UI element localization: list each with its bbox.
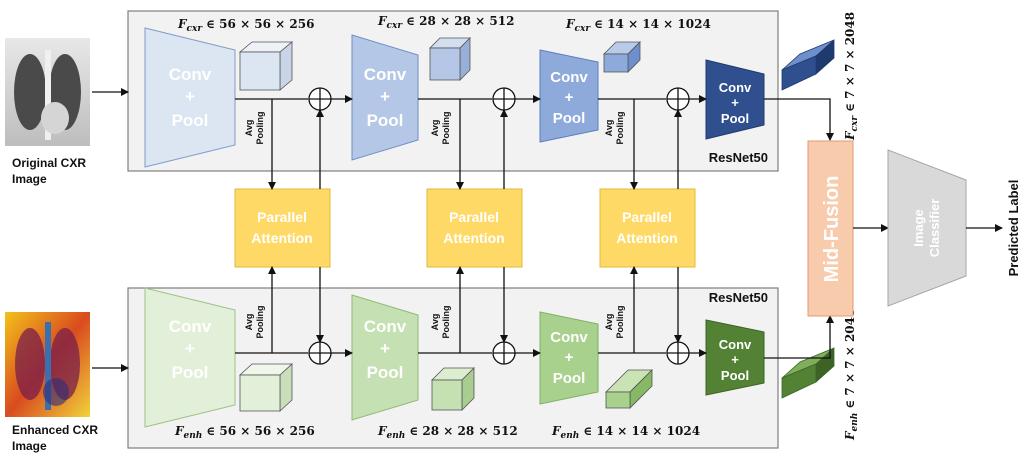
attention-2-line1: Parallel <box>449 209 499 225</box>
bottom-feature-dim-4: Fenh∈ 7 × 7 × 2048 <box>843 309 860 441</box>
attention-3-line2: Attention <box>616 230 677 246</box>
enhanced-cxr-image <box>5 312 90 417</box>
bottom-conv-pool-block-4 <box>705 319 765 396</box>
attention-1-line2: Attention <box>251 230 312 246</box>
original-image-label-line2: Image <box>12 172 47 186</box>
bottom-feature-dim-3: Fenh∈ 14 × 14 × 1024 <box>551 424 700 441</box>
top-sum-node-2 <box>492 87 516 111</box>
parallel-attention-block-2 <box>426 188 523 268</box>
bottom-avg-pooling-label-2: AvgPooling <box>430 306 451 339</box>
bottom-conv-pool-block-1 <box>144 287 236 428</box>
bottom-feature-cube-4 <box>781 347 835 399</box>
bottom-feature-cube-1 <box>238 363 294 412</box>
bottom-feature-cube-3 <box>605 369 653 409</box>
top-conv-pool-block-1 <box>144 27 236 168</box>
top-block4-plus-text: + <box>731 95 739 110</box>
top-block2-plus-text: + <box>380 87 390 106</box>
mid-fusion-label: Mid-Fusion <box>821 176 843 283</box>
top-avg-pooling-label-3: AvgPooling <box>604 112 625 145</box>
top-feature-dim-4: Fcxr∈ 7 × 7 × 2048 <box>843 12 860 141</box>
bottom-avg-pooling-label-1: AvgPooling <box>244 306 265 339</box>
bottom-avg-pooling-label-3: AvgPooling <box>604 306 625 339</box>
top-block3-conv-text: Conv <box>550 69 588 86</box>
top-block3-pool-text: Pool <box>553 110 586 127</box>
bottom-sum-node-1 <box>308 341 332 365</box>
bottom-feature-dim-2: Fenh∈ 28 × 28 × 512 <box>377 424 518 441</box>
top-conv-pool-block-4 <box>705 59 765 140</box>
bottom-block3-plus-text: + <box>565 349 574 366</box>
bottom-block2-pool-text: Pool <box>367 363 404 382</box>
image-classifier-block <box>887 149 967 307</box>
top-block2-pool-text: Pool <box>367 111 404 130</box>
top-block4-conv-text: Conv <box>719 80 752 95</box>
bottom-sum-node-3 <box>666 341 690 365</box>
attention-2-line2: Attention <box>443 230 504 246</box>
top-block2-conv-text: Conv <box>364 65 407 84</box>
top-feature-dim-2: Fcxr∈ 28 × 28 × 512 <box>377 14 514 31</box>
top-avg-pooling-label-2: AvgPooling <box>430 112 451 145</box>
bottom-block4-conv-text: Conv <box>719 337 752 352</box>
top-feature-cube-4 <box>781 39 835 91</box>
bottom-block3-pool-text: Pool <box>553 370 586 387</box>
top-backbone-label: ResNet50 <box>709 150 768 165</box>
bottom-block2-plus-text: + <box>380 339 390 358</box>
bottom-feature-cube-2 <box>431 367 475 411</box>
top-avg-pooling-label-1: AvgPooling <box>244 112 265 145</box>
parallel-attention-block-1 <box>234 188 331 268</box>
bottom-block1-pool-text: Pool <box>172 363 209 382</box>
top-block1-pool-text: Pool <box>172 111 209 130</box>
bottom-block1-plus-text: + <box>185 339 195 358</box>
top-feature-dim-1: Fcxr∈ 56 × 56 × 256 <box>177 17 314 34</box>
top-block1-plus-text: + <box>185 87 195 106</box>
parallel-attention-block-3 <box>599 188 696 268</box>
top-feature-cube-1 <box>238 41 294 91</box>
top-block3-plus-text: + <box>565 89 574 106</box>
predicted-label: Predicted Label <box>1006 180 1021 277</box>
mid-fusion-block <box>807 140 854 317</box>
bottom-block4-plus-text: + <box>731 352 739 367</box>
original-cxr-image <box>5 38 90 146</box>
attention-1-line1: Parallel <box>257 209 307 225</box>
top-feature-cube-2 <box>429 37 471 81</box>
enhanced-image-label-line1: Enhanced CXR <box>12 423 98 437</box>
bottom-conv-pool-block-3 <box>539 311 599 405</box>
classifier-label: ImageClassifier <box>911 199 942 258</box>
attention-3-line1: Parallel <box>622 209 672 225</box>
bottom-block2-conv-text: Conv <box>364 317 407 336</box>
top-feature-dim-3: Fcxr∈ 14 × 14 × 1024 <box>565 17 711 34</box>
bottom-backbone-label: ResNet50 <box>709 290 768 305</box>
original-image-label-line1: Original CXR <box>12 156 86 170</box>
enhanced-image-label-line2: Image <box>12 439 47 453</box>
top-conv-pool-block-2 <box>351 34 419 161</box>
top-sum-node-1 <box>308 87 332 111</box>
top-conv-pool-block-3 <box>539 49 599 143</box>
bottom-block1-conv-text: Conv <box>169 317 212 336</box>
top-sum-node-3 <box>666 87 690 111</box>
top-block1-conv-text: Conv <box>169 65 212 84</box>
top-feature-cube-3 <box>603 41 641 73</box>
bottom-feature-dim-1: Fenh∈ 56 × 56 × 256 <box>174 424 315 441</box>
bottom-conv-pool-block-2 <box>351 294 419 421</box>
bottom-sum-node-2 <box>492 341 516 365</box>
top-block4-pool-text: Pool <box>721 111 749 126</box>
bottom-block4-pool-text: Pool <box>721 368 749 383</box>
bottom-block3-conv-text: Conv <box>550 329 588 346</box>
